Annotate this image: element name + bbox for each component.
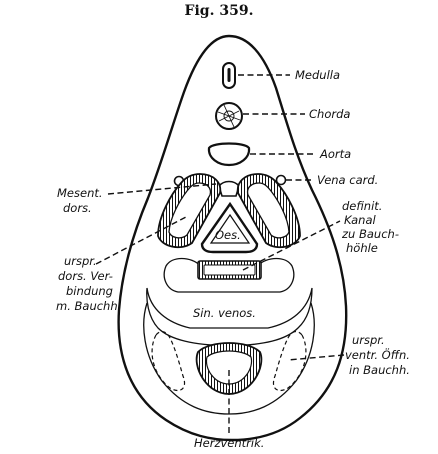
label-urspr-dors-1: urspr. <box>64 254 97 268</box>
label-sin-venos: Sin. venos. <box>193 306 256 320</box>
leader-urspr-ventr <box>288 355 344 360</box>
label-definit-3: zu Bauch- <box>341 227 399 241</box>
label-definit-2: Kanal <box>344 213 377 227</box>
definitive-channel-lumen <box>204 265 255 275</box>
label-definit-1: definit. <box>342 199 382 213</box>
label-aorta: Aorta <box>319 147 351 161</box>
ventral-opening-left <box>152 332 184 391</box>
label-medulla: Medulla <box>295 68 340 82</box>
label-urspr-ventr-3: in Bauchh. <box>349 363 410 377</box>
label-urspr-dors-3: bindung <box>66 284 113 298</box>
label-mesent-1: Mesent. <box>57 186 103 200</box>
label-urspr-ventr-1: urspr. <box>352 333 385 347</box>
mesentery-dorsal <box>219 182 239 197</box>
label-herzventrik: Herzventrik. <box>194 436 264 450</box>
label-oes: Oes. <box>215 228 241 242</box>
label-urspr-dors-4: m. Bauchh. <box>56 299 121 313</box>
aorta-shape <box>209 144 249 166</box>
label-vena-card: Vena card. <box>317 173 378 187</box>
label-definit-4: höhle <box>346 241 378 255</box>
label-urspr-dors-2: dors. Ver- <box>58 269 113 283</box>
label-mesent-2: dors. <box>63 201 92 215</box>
label-urspr-ventr-2: ventr. Öffn. <box>345 346 410 362</box>
ventral-opening-right <box>273 332 305 391</box>
medulla-canal <box>228 68 231 82</box>
label-chorda: Chorda <box>309 107 350 121</box>
